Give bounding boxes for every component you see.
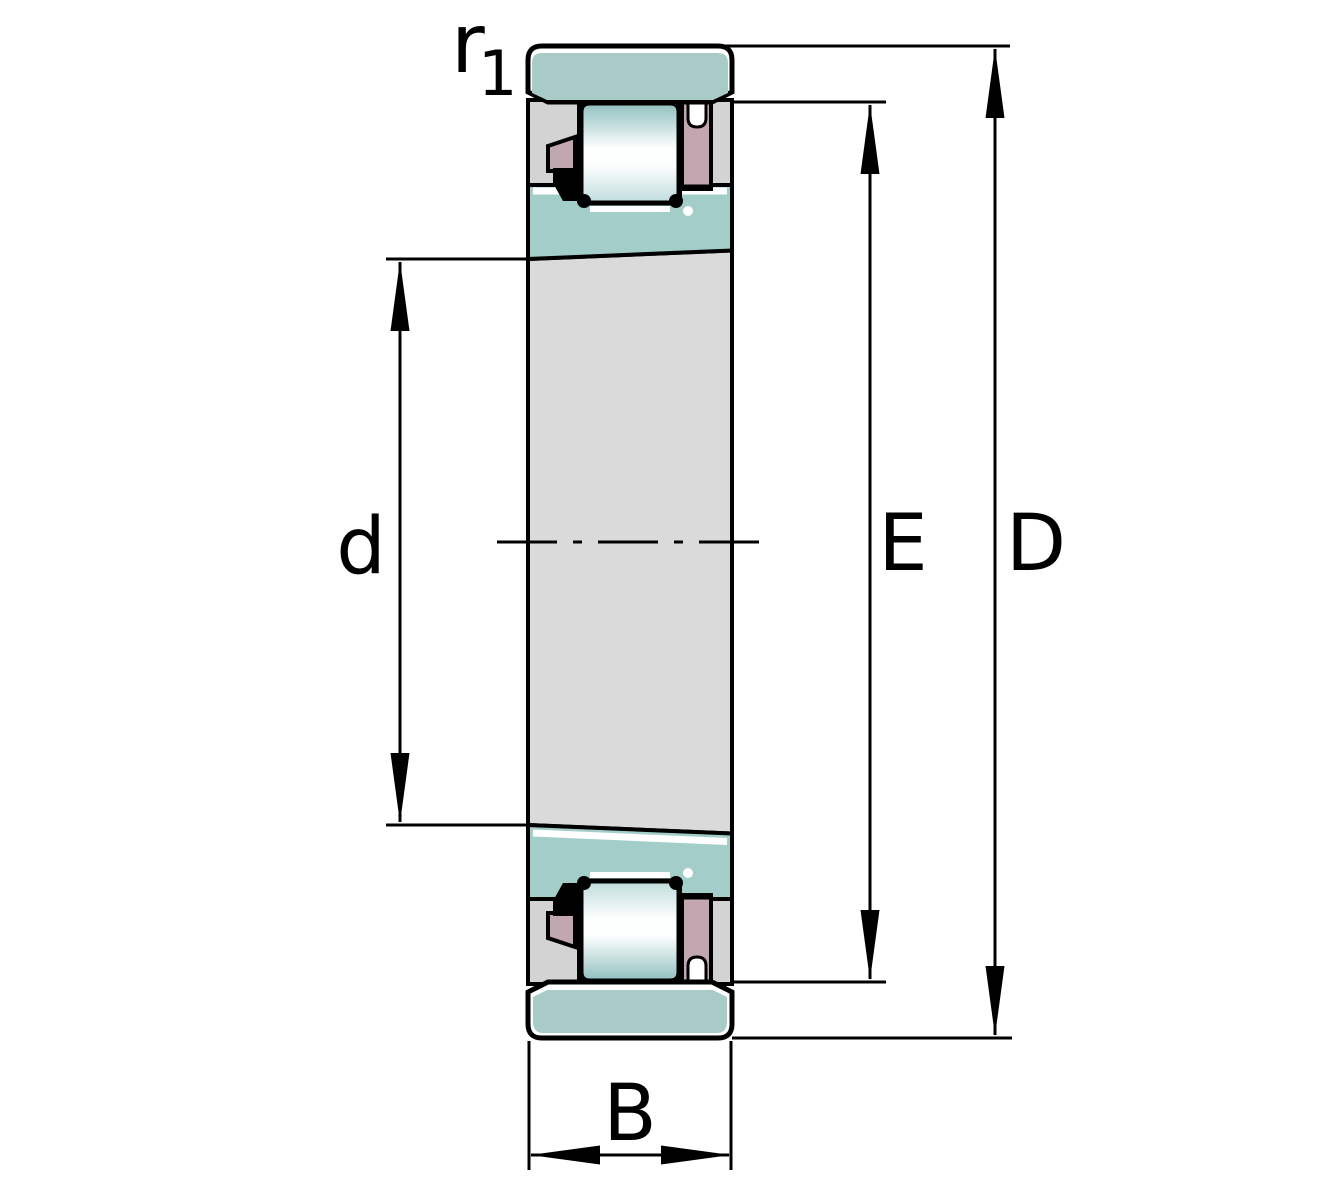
arrowhead-left [530,1145,600,1165]
outer-ring-bottom [525,979,735,1041]
roller-contact-dot [669,194,683,208]
outer-ring-bottom-cut-surface [533,990,727,1033]
cage-hook-notch [686,955,708,984]
dimension-D [720,44,1012,1040]
arrowhead-down [390,753,410,823]
cage-top-left [546,134,579,201]
label-r1-subscript: 1 [478,37,517,110]
arrowhead-right [661,1145,731,1165]
label-D: D [1006,499,1066,589]
label-B: B [603,1069,657,1159]
outer-ring-top [525,43,735,105]
label-r1-base: r [451,0,485,92]
roller-dot-highlight [683,206,693,216]
roller-contact-dot [577,876,591,890]
roller-dot-highlight [683,868,693,878]
roller-bottom [577,868,693,984]
cage-bottom-left [546,883,579,950]
dimension-E [732,100,886,984]
cage-foot [553,883,579,916]
cage-top-right [668,98,713,201]
arrowhead-up [985,48,1005,118]
arrowhead-down [985,966,1005,1036]
dimension-B [527,1041,733,1170]
arrowhead-down [860,910,880,980]
label-E: E [878,499,927,589]
cage-hook-notch [686,100,708,129]
roller-contact-dot [577,194,591,208]
cage-foot [553,168,579,201]
arrowhead-up [390,261,410,331]
roller-contact-dot [669,876,683,890]
outer-ring-top-cut-surface [532,53,728,100]
arrowhead-up [860,104,880,174]
label-d: d [336,502,386,592]
dimension-d [386,257,528,827]
flange-bottom-highlight [532,829,728,845]
roller-top [577,100,693,216]
